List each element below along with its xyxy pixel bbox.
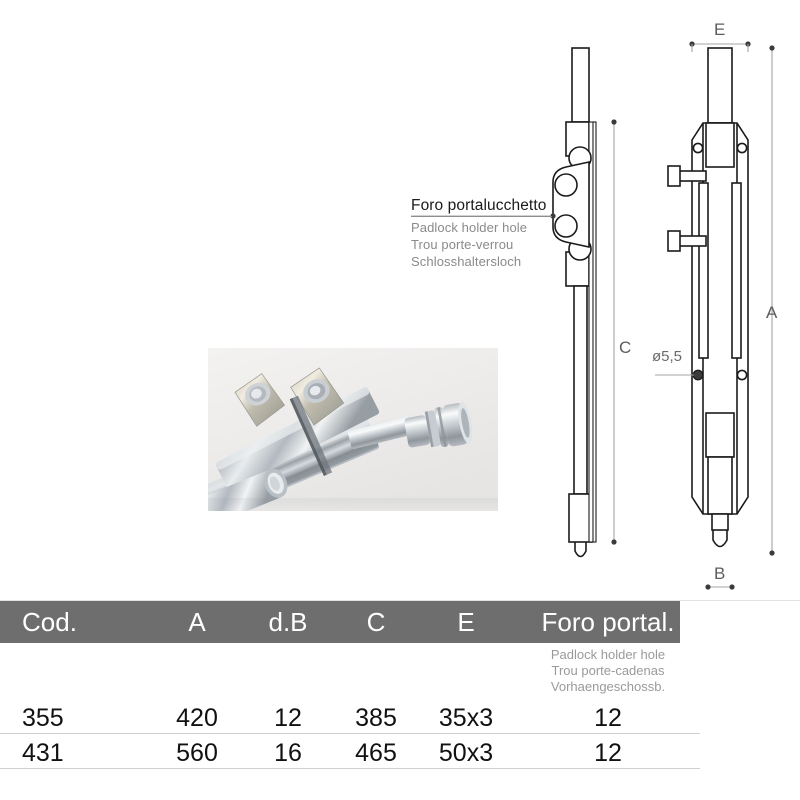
table-header-db: d.B (268, 607, 308, 637)
row-divider (0, 733, 700, 734)
dimensions-table: Cod. A d.B C E Foro portal. Padlock hold… (0, 596, 800, 800)
dimension-label-e: E (714, 20, 726, 39)
cell-cod: 431 (22, 739, 64, 767)
callout-underline (411, 216, 552, 217)
table-header-c: C (366, 607, 386, 637)
dimension-label-b: B (714, 564, 726, 583)
table-header-cod: Cod. (22, 607, 77, 637)
side-view-bolt (552, 47, 597, 558)
table-header-foro: Foro portal. (541, 607, 675, 637)
cell-a: 420 (176, 704, 218, 732)
front-view-bolt (667, 47, 749, 548)
cell-a: 560 (176, 739, 218, 767)
padlock-hole-callout: Foro portalucchetto Padlock holder hole … (411, 197, 591, 270)
cell-cod: 355 (22, 704, 64, 732)
cell-foro: 12 (594, 704, 622, 732)
drawing-canvas: .ln { fill:none; stroke:#1b1b1b; stroke-… (411, 41, 775, 590)
table-foro-translation-de: Vorhaengeschossb. (550, 679, 666, 694)
row-divider (0, 768, 700, 769)
table-header-e: E (457, 607, 475, 637)
dimension-line-e (689, 41, 751, 52)
product-photo-image (208, 348, 498, 511)
callout-translation-en: Padlock holder hole (411, 220, 528, 235)
cell-e: 50x3 (438, 739, 494, 767)
table-header-band (0, 601, 680, 643)
dimension-label-a: A (766, 303, 778, 322)
cell-c: 465 (355, 739, 397, 767)
table-foro-translation-en: Padlock holder hole (550, 647, 666, 662)
dimension-line-c (611, 119, 617, 545)
cell-c: 385 (355, 704, 397, 732)
diameter-leader-line (655, 371, 702, 379)
cell-db: 12 (274, 704, 302, 732)
table-header-a: A (188, 607, 206, 637)
cell-e: 35x3 (438, 704, 494, 732)
technical-drawing: .ln { fill:none; stroke:#1b1b1b; stroke-… (208, 20, 778, 590)
callout-translation-de: Schlosshaltersloch (411, 254, 522, 269)
cell-foro: 12 (594, 739, 622, 767)
callout-translation-fr: Trou porte-verrou (411, 237, 514, 252)
callout-leader (550, 213, 556, 219)
dimension-label-c: C (619, 338, 632, 357)
table-top-divider (0, 600, 800, 601)
callout-title: Foro portalucchetto (411, 197, 547, 214)
diameter-label: ø5,5 (652, 348, 683, 365)
product-photo (208, 348, 498, 511)
cell-db: 16 (274, 739, 302, 767)
dimension-line-b (705, 584, 735, 590)
table-foro-translation-fr: Trou porte-cadenas (551, 663, 665, 678)
dimension-line-a (769, 45, 775, 556)
